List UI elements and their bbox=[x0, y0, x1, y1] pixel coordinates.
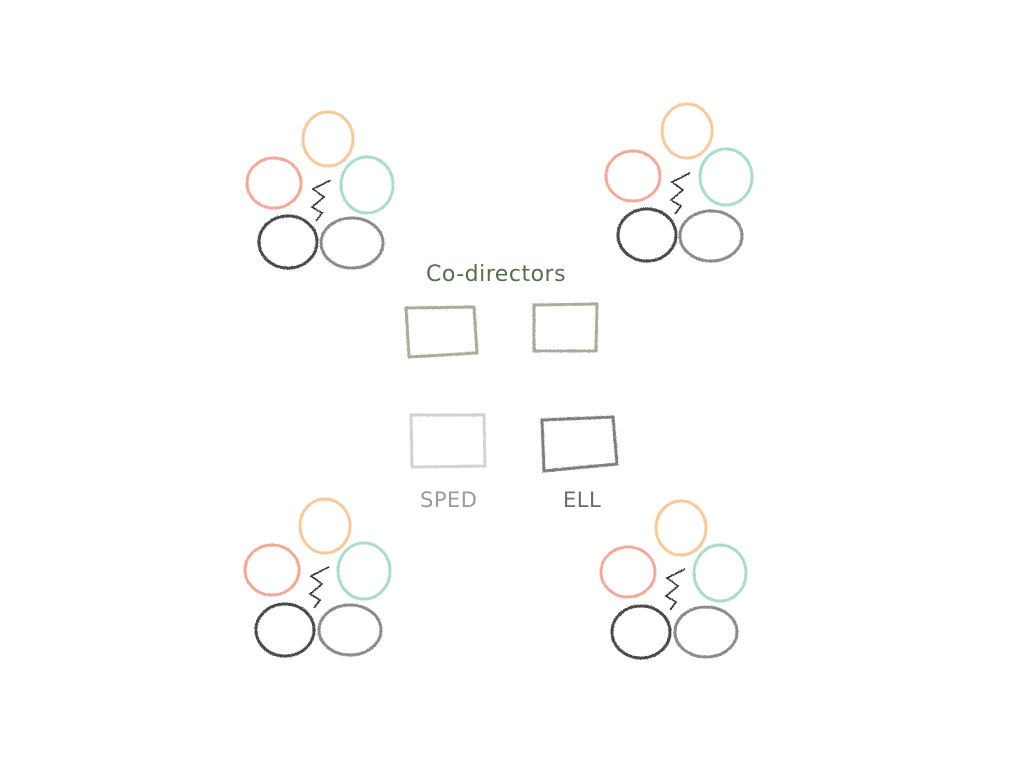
member-circle-mint bbox=[339, 155, 395, 215]
member-circle-peach bbox=[298, 497, 352, 555]
member-circle-gray bbox=[319, 216, 385, 270]
member-circle-gray bbox=[678, 209, 744, 263]
member-circle-salmon bbox=[245, 156, 303, 210]
member-circle-peach bbox=[654, 499, 708, 557]
team-top-right bbox=[604, 102, 754, 263]
sped-label: SPED bbox=[420, 488, 478, 512]
member-circle-salmon bbox=[599, 545, 657, 599]
member-circle-charcoal bbox=[254, 602, 316, 658]
member-circle-gray bbox=[673, 605, 739, 659]
co-director-box-right bbox=[532, 302, 599, 353]
member-circle-mint bbox=[692, 543, 748, 603]
co-directors-title: Co-directors bbox=[426, 262, 567, 287]
member-circle-mint bbox=[336, 541, 392, 601]
ell-label: ELL bbox=[563, 488, 602, 512]
team-top-left bbox=[245, 110, 395, 270]
lightning-scribble bbox=[669, 172, 691, 215]
member-circle-charcoal bbox=[616, 207, 678, 263]
ell-box bbox=[540, 415, 619, 473]
member-circle-peach bbox=[660, 102, 714, 160]
member-circle-peach bbox=[301, 110, 355, 168]
sped-box bbox=[409, 413, 487, 469]
member-circle-charcoal bbox=[257, 214, 319, 270]
lightning-scribble bbox=[664, 568, 686, 611]
co-director-box-left bbox=[404, 305, 479, 359]
team-bottom-right bbox=[599, 499, 748, 660]
member-circle-mint bbox=[698, 147, 754, 207]
lightning-scribble bbox=[308, 566, 330, 609]
member-circle-gray bbox=[317, 603, 383, 657]
lightning-scribble bbox=[310, 179, 332, 222]
team-bottom-left bbox=[243, 497, 392, 658]
member-circle-salmon bbox=[604, 149, 662, 203]
member-circle-charcoal bbox=[610, 604, 672, 660]
member-circle-salmon bbox=[243, 543, 301, 597]
